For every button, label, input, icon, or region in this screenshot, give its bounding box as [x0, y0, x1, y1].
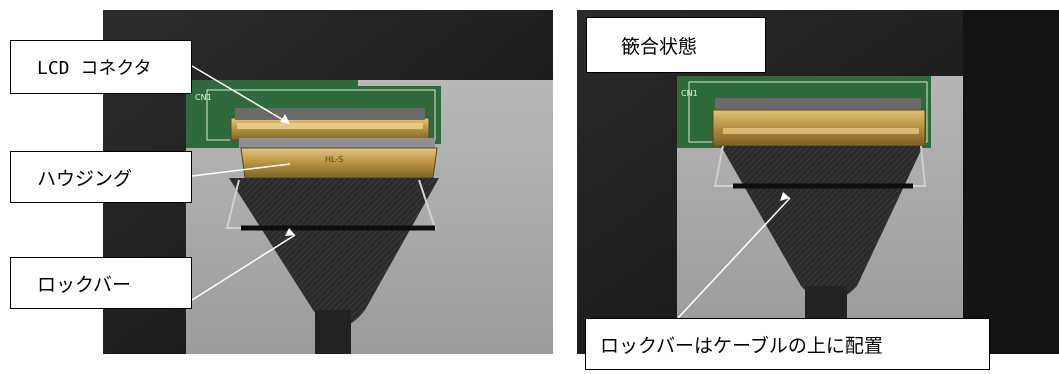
arrowhead — [280, 114, 290, 124]
lcd-connector-pins — [235, 108, 425, 120]
housing-pins — [239, 138, 435, 148]
dark-right-edge — [963, 10, 1059, 354]
housing-marking: HL-S — [325, 155, 343, 164]
cable-fabric — [229, 178, 439, 327]
cable-bundle — [315, 310, 351, 354]
arrowhead — [285, 228, 295, 236]
pcb-marking: CN1 — [681, 89, 698, 98]
label-mated-state: 篏合状態 — [586, 17, 766, 73]
leader-lock-bar-note — [677, 197, 791, 319]
connector-unmated-illustration: CN1 HL-S — [103, 10, 553, 354]
label-lcd-connector: LCD コネクタ — [10, 40, 192, 94]
photo-connector-mated: CN1 — [577, 10, 1059, 354]
leader-housing — [191, 163, 291, 177]
leader-lcd-connector — [191, 65, 291, 125]
lcd-connector-highlight — [237, 123, 423, 129]
label-lock-bar: ロックバー — [10, 257, 192, 309]
connector-pins — [715, 98, 921, 110]
connector-mated-illustration: CN1 — [577, 10, 1059, 354]
label-lock-bar-note: ロックバーはケーブルの上に配置 — [585, 318, 990, 370]
leader-lock-bar — [191, 234, 296, 301]
label-housing: ハウジング — [10, 151, 192, 203]
pcb-marking: CN1 — [195, 93, 212, 102]
arrowhead — [780, 192, 790, 201]
photo-connector-unmated: CN1 HL-S — [103, 10, 553, 354]
connector-highlight — [723, 128, 919, 134]
